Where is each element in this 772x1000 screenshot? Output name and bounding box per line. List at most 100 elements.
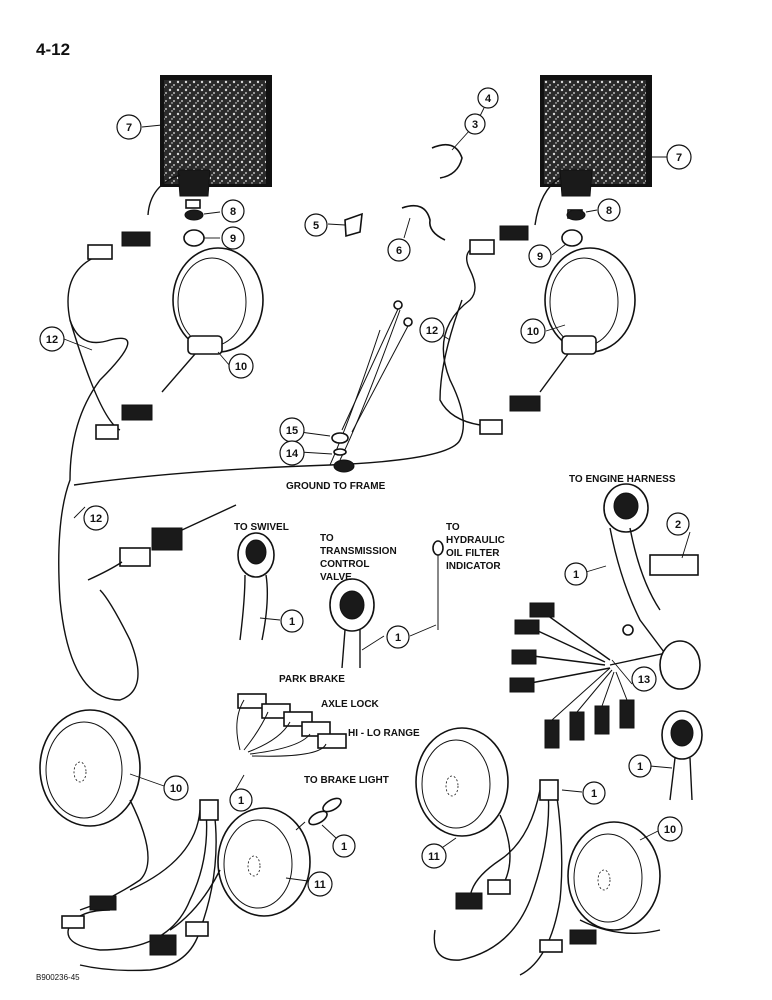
- label-to-brake-light: TO BRAKE LIGHT: [304, 775, 389, 786]
- svg-text:8: 8: [606, 205, 612, 217]
- callout-3: 3: [464, 113, 486, 135]
- svg-text:10: 10: [170, 783, 182, 795]
- svg-text:12: 12: [90, 513, 102, 525]
- svg-text:7: 7: [126, 122, 132, 134]
- svg-text:13: 13: [638, 674, 650, 686]
- callout-2: 2: [666, 512, 690, 536]
- svg-text:OIL FILTER: OIL FILTER: [446, 548, 500, 559]
- svg-text:VALVE: VALVE: [320, 572, 352, 583]
- callout-10-lower-left: 10: [163, 775, 189, 801]
- svg-text:6: 6: [396, 245, 402, 257]
- leader-lines: [63, 107, 691, 882]
- callout-5: 5: [304, 213, 328, 237]
- callout-7-left: 7: [116, 114, 142, 140]
- svg-text:9: 9: [230, 233, 236, 245]
- label-axle-lock: AXLE LOCK: [321, 699, 380, 710]
- switch-connector-group: [236, 693, 347, 757]
- callout-12-left: 12: [39, 326, 65, 352]
- label-to-swivel: TO SWIVEL: [234, 522, 289, 533]
- svg-text:TRANSMISSION: TRANSMISSION: [320, 546, 397, 557]
- work-lamp-left: [147, 75, 272, 216]
- callout-6: 6: [387, 238, 411, 262]
- svg-text:8: 8: [230, 206, 236, 218]
- label-park-brake: PARK BRAKE: [279, 674, 345, 685]
- callout-15: 15: [279, 417, 305, 443]
- label-ground-to-frame: GROUND TO FRAME: [286, 481, 386, 492]
- lower-harness-left: [61, 799, 219, 972]
- svg-text:10: 10: [235, 361, 247, 373]
- callout-9-right: 9: [528, 244, 552, 268]
- svg-text:1: 1: [637, 761, 643, 773]
- lower-harness-right: [433, 779, 597, 976]
- ground-wire-assembly: [331, 300, 413, 473]
- brake-light-leads: [295, 797, 342, 831]
- svg-text:1: 1: [341, 841, 347, 853]
- callout-1-transmission: 1: [386, 625, 410, 649]
- svg-text:1: 1: [238, 795, 244, 807]
- callout-12-lower: 12: [83, 505, 109, 531]
- svg-text:3: 3: [472, 119, 478, 131]
- callout-14: 14: [279, 440, 305, 466]
- label-hi-lo-range: HI - LO RANGE: [348, 728, 420, 739]
- engine-harness-connector: [509, 483, 703, 801]
- svg-text:1: 1: [573, 569, 579, 581]
- figure-code: B900236-45: [36, 973, 80, 982]
- svg-text:11: 11: [314, 879, 326, 891]
- callout-10-upper-left: 10: [228, 353, 254, 379]
- callout-1-lower-left: 1: [229, 788, 253, 812]
- callout-1-brake: 1: [332, 834, 356, 858]
- main-harness-12: [58, 244, 481, 701]
- callout-1-engine: 1: [564, 562, 588, 586]
- svg-text:TO: TO: [320, 533, 334, 544]
- callout-8-left: 8: [221, 199, 245, 223]
- callout-11-left: 11: [307, 871, 333, 897]
- swivel-connector: [237, 532, 275, 641]
- svg-text:5: 5: [313, 220, 319, 232]
- svg-text:12: 12: [426, 325, 438, 337]
- callout-1-swivel: 1: [280, 609, 304, 633]
- svg-text:14: 14: [286, 448, 299, 460]
- transmission-valve-connector: [329, 578, 375, 669]
- svg-text:9: 9: [537, 251, 543, 263]
- tail-lamp-lower-left: [39, 709, 149, 911]
- svg-text:12: 12: [46, 334, 58, 346]
- svg-text:4: 4: [485, 93, 492, 105]
- callout-13: 13: [631, 666, 657, 692]
- small-hardware: [183, 143, 586, 247]
- callout-12-right: 12: [419, 317, 445, 343]
- oil-filter-indicator-lead: [432, 540, 444, 630]
- label-to-engine-harness: TO ENGINE HARNESS: [569, 474, 676, 485]
- svg-text:TO: TO: [446, 522, 460, 533]
- svg-text:INDICATOR: INDICATOR: [446, 561, 501, 572]
- callout-4: 4: [477, 87, 499, 109]
- svg-text:11: 11: [428, 851, 440, 863]
- harness-connectors: [87, 225, 541, 581]
- callout-1-lower-right: 1: [582, 781, 606, 805]
- svg-text:1: 1: [289, 616, 295, 628]
- svg-text:15: 15: [286, 425, 298, 437]
- svg-text:HYDRAULIC: HYDRAULIC: [446, 535, 505, 546]
- label-to-hydraulic-oil-filter-indicator: TO HYDRAULIC OIL FILTER INDICATOR: [446, 522, 505, 572]
- svg-text:1: 1: [395, 632, 401, 644]
- svg-text:2: 2: [675, 519, 681, 531]
- callout-1-engine-lower: 1: [628, 754, 652, 778]
- work-lamp-right: [534, 75, 652, 226]
- tail-lamp-lower-right-2: [567, 821, 661, 934]
- svg-text:CONTROL: CONTROL: [320, 559, 369, 570]
- head-lamp-upper-right: [539, 247, 636, 393]
- svg-text:10: 10: [527, 326, 539, 338]
- svg-text:7: 7: [676, 152, 682, 164]
- tail-lamp-lower-left-2: [169, 807, 311, 931]
- label-to-transmission-control-valve: TO TRANSMISSION CONTROL VALVE: [320, 533, 397, 583]
- callout-11-right: 11: [421, 843, 447, 869]
- callout-9-left: 9: [221, 226, 245, 250]
- page-number: 4-12: [36, 40, 70, 59]
- svg-text:10: 10: [664, 824, 676, 836]
- head-lamp-upper-left: [161, 247, 264, 393]
- callout-10-upper-right: 10: [520, 318, 546, 344]
- callout-10-lower-right: 10: [657, 816, 683, 842]
- svg-text:1: 1: [591, 788, 597, 800]
- callout-7-right: 7: [666, 144, 692, 170]
- callout-8-right: 8: [597, 198, 621, 222]
